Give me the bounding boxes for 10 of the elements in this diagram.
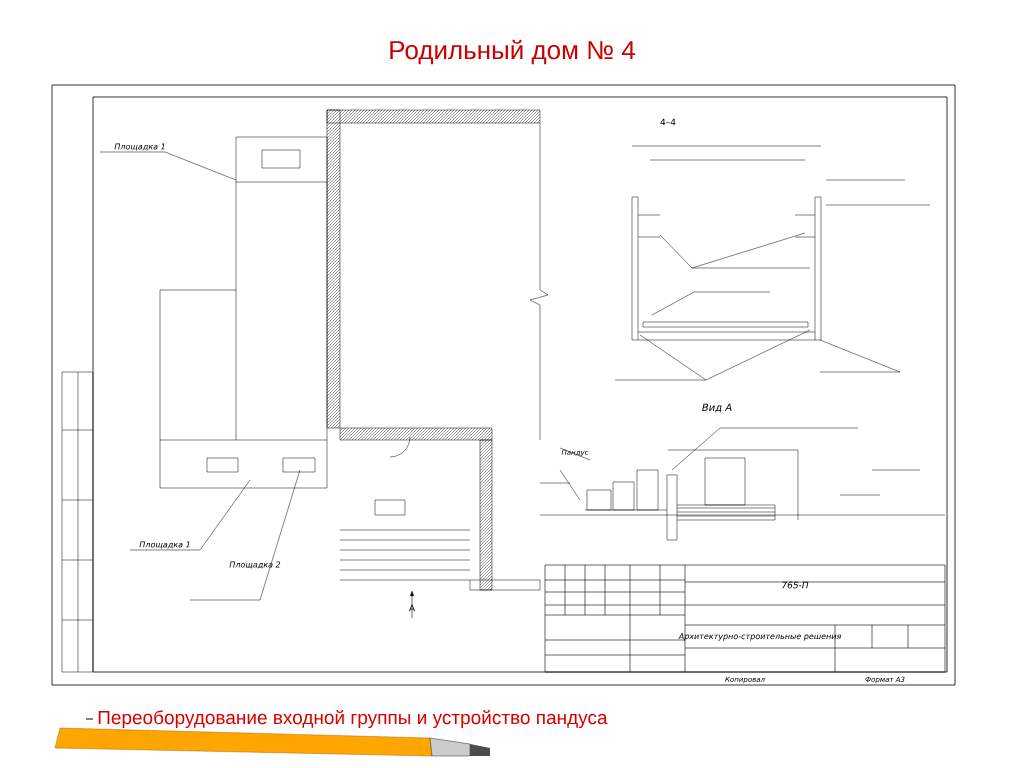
drawing-label: 765-П (782, 581, 809, 589)
drawing-label: Архитектурно-строительные решения (678, 633, 842, 641)
slide-title: Родильный дом № 4 (390, 39, 636, 65)
slide-caption: Переоборудование входной группы и устройство пандуса (98, 710, 608, 729)
drawing-label: Площадка 2 (229, 561, 281, 569)
drawing-label: Вид А (702, 403, 732, 413)
drawing-label: Площадка 1 (114, 143, 165, 151)
drawing-label: Площадка 1 (139, 541, 190, 549)
drawing-label: 4–4 (660, 118, 676, 126)
drawing-label: А (409, 604, 415, 612)
